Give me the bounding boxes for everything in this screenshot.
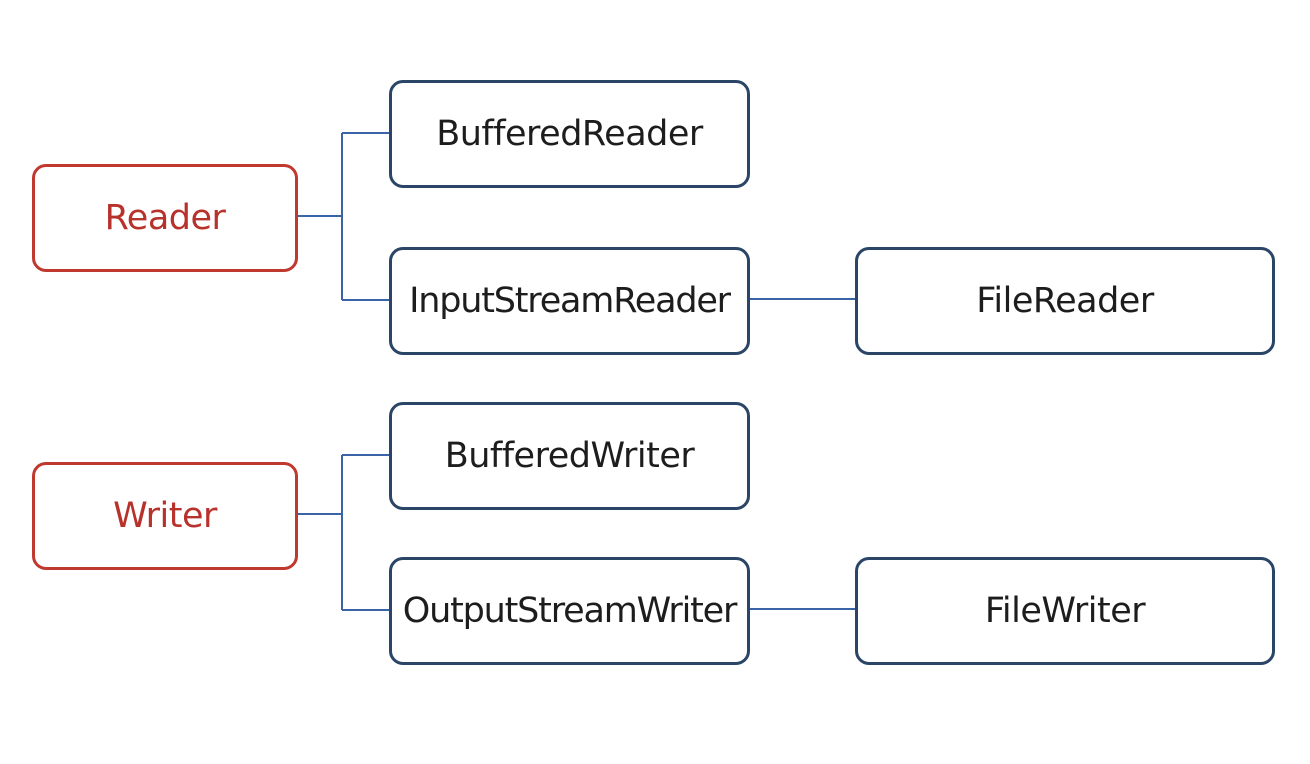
bufferedwriter-label: BufferedWriter [444, 436, 695, 476]
reader-label: Reader [104, 198, 226, 238]
outputstreamwriter-label: OutputStreamWriter [402, 591, 738, 631]
inputstreamreader-label: InputStreamReader [409, 281, 731, 321]
outputstreamwriter-node: OutputStreamWriter [389, 557, 750, 665]
reader-node: Reader [32, 164, 298, 272]
writer-label: Writer [113, 496, 217, 536]
writer-node: Writer [32, 462, 298, 570]
filereader-label: FileReader [976, 281, 1154, 321]
bufferedreader-label: BufferedReader [436, 114, 703, 154]
bufferedwriter-node: BufferedWriter [389, 402, 750, 510]
inputstreamreader-node: InputStreamReader [389, 247, 750, 355]
bufferedreader-node: BufferedReader [389, 80, 750, 188]
filereader-node: FileReader [855, 247, 1275, 355]
filewriter-node: FileWriter [855, 557, 1275, 665]
filewriter-label: FileWriter [984, 591, 1146, 631]
